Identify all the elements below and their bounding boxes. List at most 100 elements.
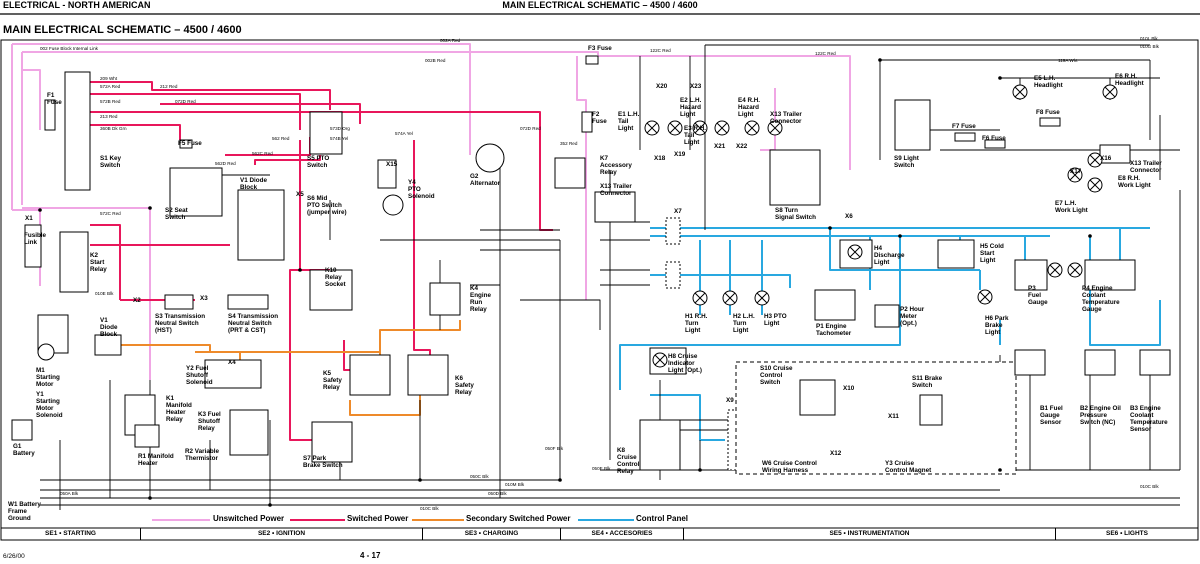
switched-wire bbox=[413, 140, 431, 360]
lamp-icon bbox=[1049, 264, 1061, 276]
lamp-icon bbox=[646, 122, 658, 134]
wire-label: 213 Red bbox=[100, 114, 118, 119]
switched-wire bbox=[90, 224, 121, 300]
component-label: X19 bbox=[674, 151, 686, 158]
junction-dot bbox=[698, 468, 702, 472]
wire-label: 574A Yel bbox=[395, 131, 413, 136]
footer-page-number: 4 - 17 bbox=[360, 551, 381, 560]
wire-label: 122C Red bbox=[815, 51, 836, 56]
junction-dot bbox=[998, 76, 1002, 80]
component-label: E8 R.H.Work Light bbox=[1118, 175, 1152, 189]
wire-label: 122C Red bbox=[650, 48, 671, 53]
component-label: F7 Fuse bbox=[952, 123, 976, 130]
component-label: X7 bbox=[674, 208, 682, 215]
control-wire bbox=[619, 236, 901, 390]
accessory-relay-k7 bbox=[554, 157, 586, 189]
lamp-icon bbox=[1089, 154, 1101, 166]
component-label: F6 Fuse bbox=[982, 135, 1006, 142]
components-layer bbox=[0, 55, 1199, 541]
control-wire bbox=[650, 394, 725, 441]
junction-dot bbox=[148, 206, 152, 210]
section-strip bbox=[0, 527, 1199, 541]
component-label: X4 bbox=[228, 359, 236, 366]
fusible-link bbox=[24, 224, 42, 268]
wire-label: 072D Red bbox=[520, 126, 541, 131]
wire-label: 119A Wht bbox=[1058, 58, 1078, 63]
lamp-icon bbox=[1014, 86, 1026, 98]
fuel-gauge-p3 bbox=[1014, 259, 1048, 291]
tachometer-p1 bbox=[814, 289, 856, 321]
diode-block-v1 bbox=[94, 334, 122, 356]
legend-control-line bbox=[578, 519, 634, 521]
fuse-f3 bbox=[585, 55, 599, 65]
fuse-f8 bbox=[1039, 117, 1061, 127]
component-label: X18 bbox=[654, 155, 666, 162]
wire-label: 562 Red bbox=[272, 136, 290, 141]
wire-label: 352 Red bbox=[560, 141, 578, 146]
fuel-solenoid-y2 bbox=[204, 359, 262, 389]
wire-label: 574B Yel bbox=[330, 136, 348, 141]
wire-label: 209 Wht bbox=[100, 76, 118, 81]
junction-dot bbox=[148, 496, 152, 500]
light-switch-s9 bbox=[894, 99, 931, 151]
connector-x6 bbox=[665, 261, 681, 289]
fuel-relay-k3 bbox=[229, 409, 269, 456]
oil-switch-b2 bbox=[1084, 349, 1116, 376]
trailer-connector-x13 bbox=[594, 191, 636, 223]
battery-g1 bbox=[11, 419, 33, 441]
wire-label: 010C Blk bbox=[1140, 484, 1159, 489]
junction-dot bbox=[878, 58, 882, 62]
diode-block-v1b bbox=[237, 189, 285, 261]
cold-start-h5 bbox=[937, 239, 975, 269]
footer-date: 6/26/00 bbox=[3, 553, 25, 560]
component-label: F3 Fuse bbox=[588, 45, 612, 52]
wire-label: 002A Red bbox=[440, 38, 461, 43]
wire-label: 002 Fuse Block Internal Link bbox=[40, 46, 99, 51]
switched-wire bbox=[88, 124, 181, 140]
switched-wire bbox=[88, 93, 301, 130]
component-label: X17 bbox=[1070, 168, 1082, 175]
fuse-f5 bbox=[179, 139, 193, 149]
wire-label: 562C Red bbox=[252, 151, 273, 156]
doc-header-left: ELECTRICAL - NORTH AMERICAN bbox=[3, 0, 151, 10]
legend-switched-label: Switched Power bbox=[347, 514, 409, 523]
section-se3: SE3 • CHARGING bbox=[423, 528, 561, 540]
seat-switch-s2 bbox=[169, 167, 223, 217]
wire-label: 050A Blk bbox=[60, 491, 79, 496]
fuse-f1 bbox=[44, 99, 56, 131]
wire-label: 002B Red bbox=[425, 58, 446, 63]
legend-unswitched-label: Unswitched Power bbox=[213, 514, 285, 523]
alternator-icon bbox=[475, 143, 505, 173]
component-label: F5 Fuse bbox=[178, 140, 202, 147]
component-label: X2 bbox=[133, 297, 141, 304]
wire-label: 010L Blk bbox=[1140, 36, 1158, 41]
wire-label: 572A Red bbox=[100, 84, 121, 89]
junction-dot bbox=[38, 208, 42, 212]
legend-unswitched-line bbox=[152, 519, 210, 521]
lamp-icon bbox=[756, 292, 768, 304]
wire-label: 072D Red bbox=[175, 99, 196, 104]
